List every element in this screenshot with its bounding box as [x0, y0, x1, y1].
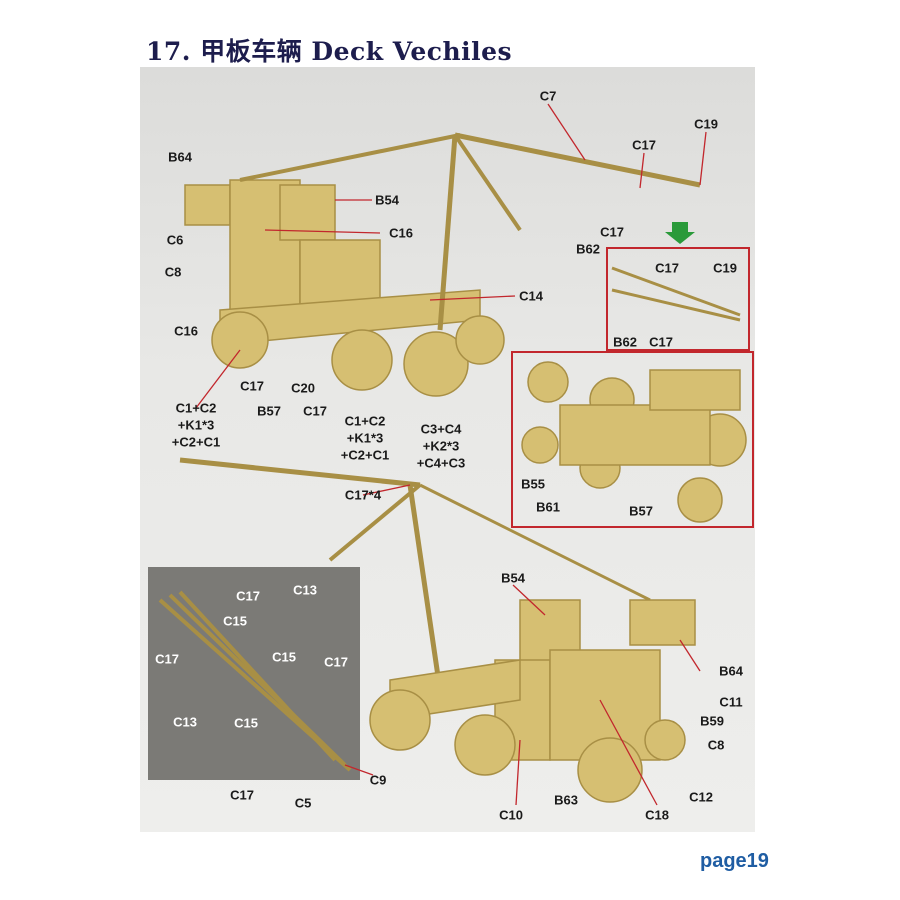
part-label: C9 [369, 772, 387, 788]
part-label: C17*4 [344, 487, 382, 503]
part-label: B54 [375, 192, 399, 208]
part-label: B55 [521, 476, 545, 492]
part-label: C8 [707, 737, 725, 753]
part-label: C19 [694, 116, 718, 132]
section-title: 17. 甲板车辆 Deck Vechiles [146, 37, 513, 66]
part-label: C11 [719, 694, 743, 710]
part-label: C6 [166, 232, 184, 248]
part-label: B61 [536, 499, 560, 515]
part-label: C17 [236, 588, 260, 604]
b64-box [184, 184, 231, 226]
part-label: C8 [164, 264, 182, 280]
part-label: C12 [689, 789, 713, 805]
part-label: C17 [649, 334, 673, 350]
part-label: B57 [629, 503, 653, 519]
part-label: C17 [600, 224, 624, 240]
green-down-arrow-icon [665, 222, 695, 244]
part-label: B64 [168, 149, 192, 165]
part-label: C17 [230, 787, 254, 803]
wheel-assembly-label: C3+C4 +K2*3 +C4+C3 [416, 421, 466, 471]
part-label: C13 [293, 582, 317, 598]
part-label: C17 [324, 654, 348, 670]
part-label: C5 [294, 795, 312, 811]
part-label: C15 [234, 715, 258, 731]
page-number: page19 [700, 850, 769, 872]
part-label: B62 [576, 241, 600, 257]
part-label: B59 [700, 713, 724, 729]
part-label: C19 [713, 260, 737, 276]
underside-detail-inset [511, 351, 754, 528]
part-label: C13 [173, 714, 197, 730]
part-label: C17 [632, 137, 656, 153]
part-label: C17 [303, 403, 327, 419]
leader-lines [195, 103, 707, 806]
part-label: C15 [272, 649, 296, 665]
part-label: B57 [257, 403, 281, 419]
part-label: C17 [655, 260, 679, 276]
part-label: C14 [519, 288, 543, 304]
part-label: B63 [554, 792, 578, 808]
part-label: C7 [539, 88, 557, 104]
part-label: C16 [174, 323, 198, 339]
boom-detail-inset [606, 247, 750, 351]
part-label: B62 [613, 334, 637, 350]
part-label: B54 [501, 570, 525, 586]
part-label: C20 [291, 380, 315, 396]
part-label: C10 [499, 807, 523, 823]
part-label: B64 [719, 663, 743, 679]
part-label: C18 [645, 807, 669, 823]
part-label: C17 [155, 651, 179, 667]
part-label: C17 [240, 378, 264, 394]
part-label: C16 [389, 225, 413, 241]
wheel-assembly-label: C1+C2 +K1*3 +C2+C1 [340, 413, 390, 463]
wheel-assembly-label: C1+C2 +K1*3 +C2+C1 [171, 400, 221, 450]
part-label: C15 [223, 613, 247, 629]
